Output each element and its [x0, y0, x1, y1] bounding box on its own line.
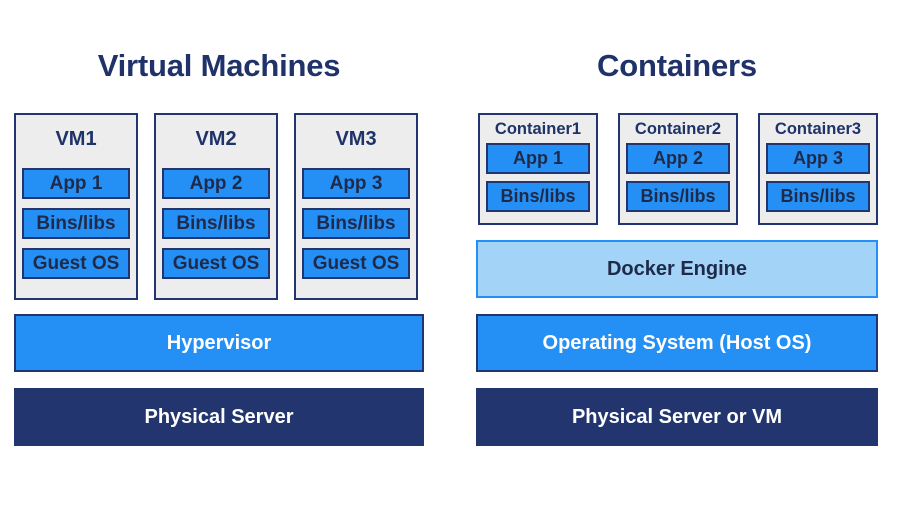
container-box-1-label: Container1	[494, 120, 582, 138]
vm-box-3-layer-bins: Bins/libs	[302, 208, 410, 239]
container-box-2-label: Container2	[634, 120, 722, 138]
vm-box-2-label: VM2	[195, 128, 237, 150]
operating-system-bar: Operating System (Host OS)	[476, 314, 878, 372]
containers-title: Containers	[597, 48, 757, 83]
vm-box-2: VM2 App 2 Bins/libs Guest OS	[154, 113, 278, 300]
container-box-2: Container2 App 2 Bins/libs	[618, 113, 738, 225]
container-box-2-layer-bins: Bins/libs	[626, 181, 730, 212]
container-box-3-label: Container3	[774, 120, 862, 138]
vm-box-1-layer-guest-os: Guest OS	[22, 248, 130, 279]
vm-box-1-label: VM1	[55, 128, 97, 150]
physical-server-or-vm-bar: Physical Server or VM	[476, 388, 878, 446]
docker-engine-bar: Docker Engine	[476, 240, 878, 298]
hypervisor-bar: Hypervisor	[14, 314, 424, 372]
container-box-2-layer-app: App 2	[626, 143, 730, 174]
container-box-1: Container1 App 1 Bins/libs	[478, 113, 598, 225]
vm-box-3-layer-guest-os: Guest OS	[302, 248, 410, 279]
physical-server-bar: Physical Server	[14, 388, 424, 446]
vm-box-3-label: VM3	[335, 128, 377, 150]
container-box-1-layer-bins: Bins/libs	[486, 181, 590, 212]
vm-box-2-layer-guest-os: Guest OS	[162, 248, 270, 279]
vm-box-2-layer-bins: Bins/libs	[162, 208, 270, 239]
vm-box-1-layer-app: App 1	[22, 168, 130, 199]
virtual-machines-title: Virtual Machines	[97, 48, 341, 83]
vm-box-2-layer-app: App 2	[162, 168, 270, 199]
container-box-3-layer-app: App 3	[766, 143, 870, 174]
vm-box-1: VM1 App 1 Bins/libs Guest OS	[14, 113, 138, 300]
vm-box-3: VM3 App 3 Bins/libs Guest OS	[294, 113, 418, 300]
container-box-1-layer-app: App 1	[486, 143, 590, 174]
container-box-3: Container3 App 3 Bins/libs	[758, 113, 878, 225]
vm-box-1-layer-bins: Bins/libs	[22, 208, 130, 239]
vm-box-3-layer-app: App 3	[302, 168, 410, 199]
container-box-3-layer-bins: Bins/libs	[766, 181, 870, 212]
